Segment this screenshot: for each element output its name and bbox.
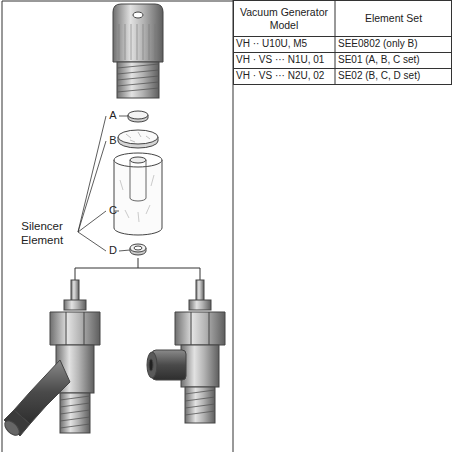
element-b bbox=[118, 130, 158, 148]
bracket-lines bbox=[75, 258, 200, 280]
table-cell: SEE0802 (only B) bbox=[338, 38, 452, 51]
table-header: Vacuum Generator Model bbox=[233, 6, 335, 32]
part-name: Silencer Element bbox=[8, 219, 76, 248]
part-letter: B bbox=[107, 134, 119, 148]
element-c bbox=[114, 153, 162, 235]
part-letter: C bbox=[107, 204, 119, 218]
table-cell: SE02 (B, C, D set) bbox=[338, 70, 452, 83]
table-header: Element Set bbox=[335, 12, 452, 25]
table-cell: SE01 (A, B, C set) bbox=[338, 54, 452, 67]
element-d bbox=[130, 244, 146, 255]
table-cell: VH · VS ··· N2U, 02 bbox=[236, 70, 335, 83]
silencer-cap bbox=[113, 4, 163, 98]
part-letter: D bbox=[107, 244, 119, 258]
frame-lines bbox=[2, 0, 233, 452]
table-cell: VH · VS ··· N1U, 01 bbox=[236, 54, 335, 67]
part-letter: A bbox=[107, 109, 119, 123]
fitting-left bbox=[2, 280, 100, 438]
fitting-right bbox=[147, 280, 225, 423]
table-cell: VH ·· U10U, M5 bbox=[236, 38, 335, 51]
leader-lines bbox=[78, 116, 130, 251]
table-grid bbox=[233, 0, 452, 85]
element-a bbox=[128, 111, 148, 122]
